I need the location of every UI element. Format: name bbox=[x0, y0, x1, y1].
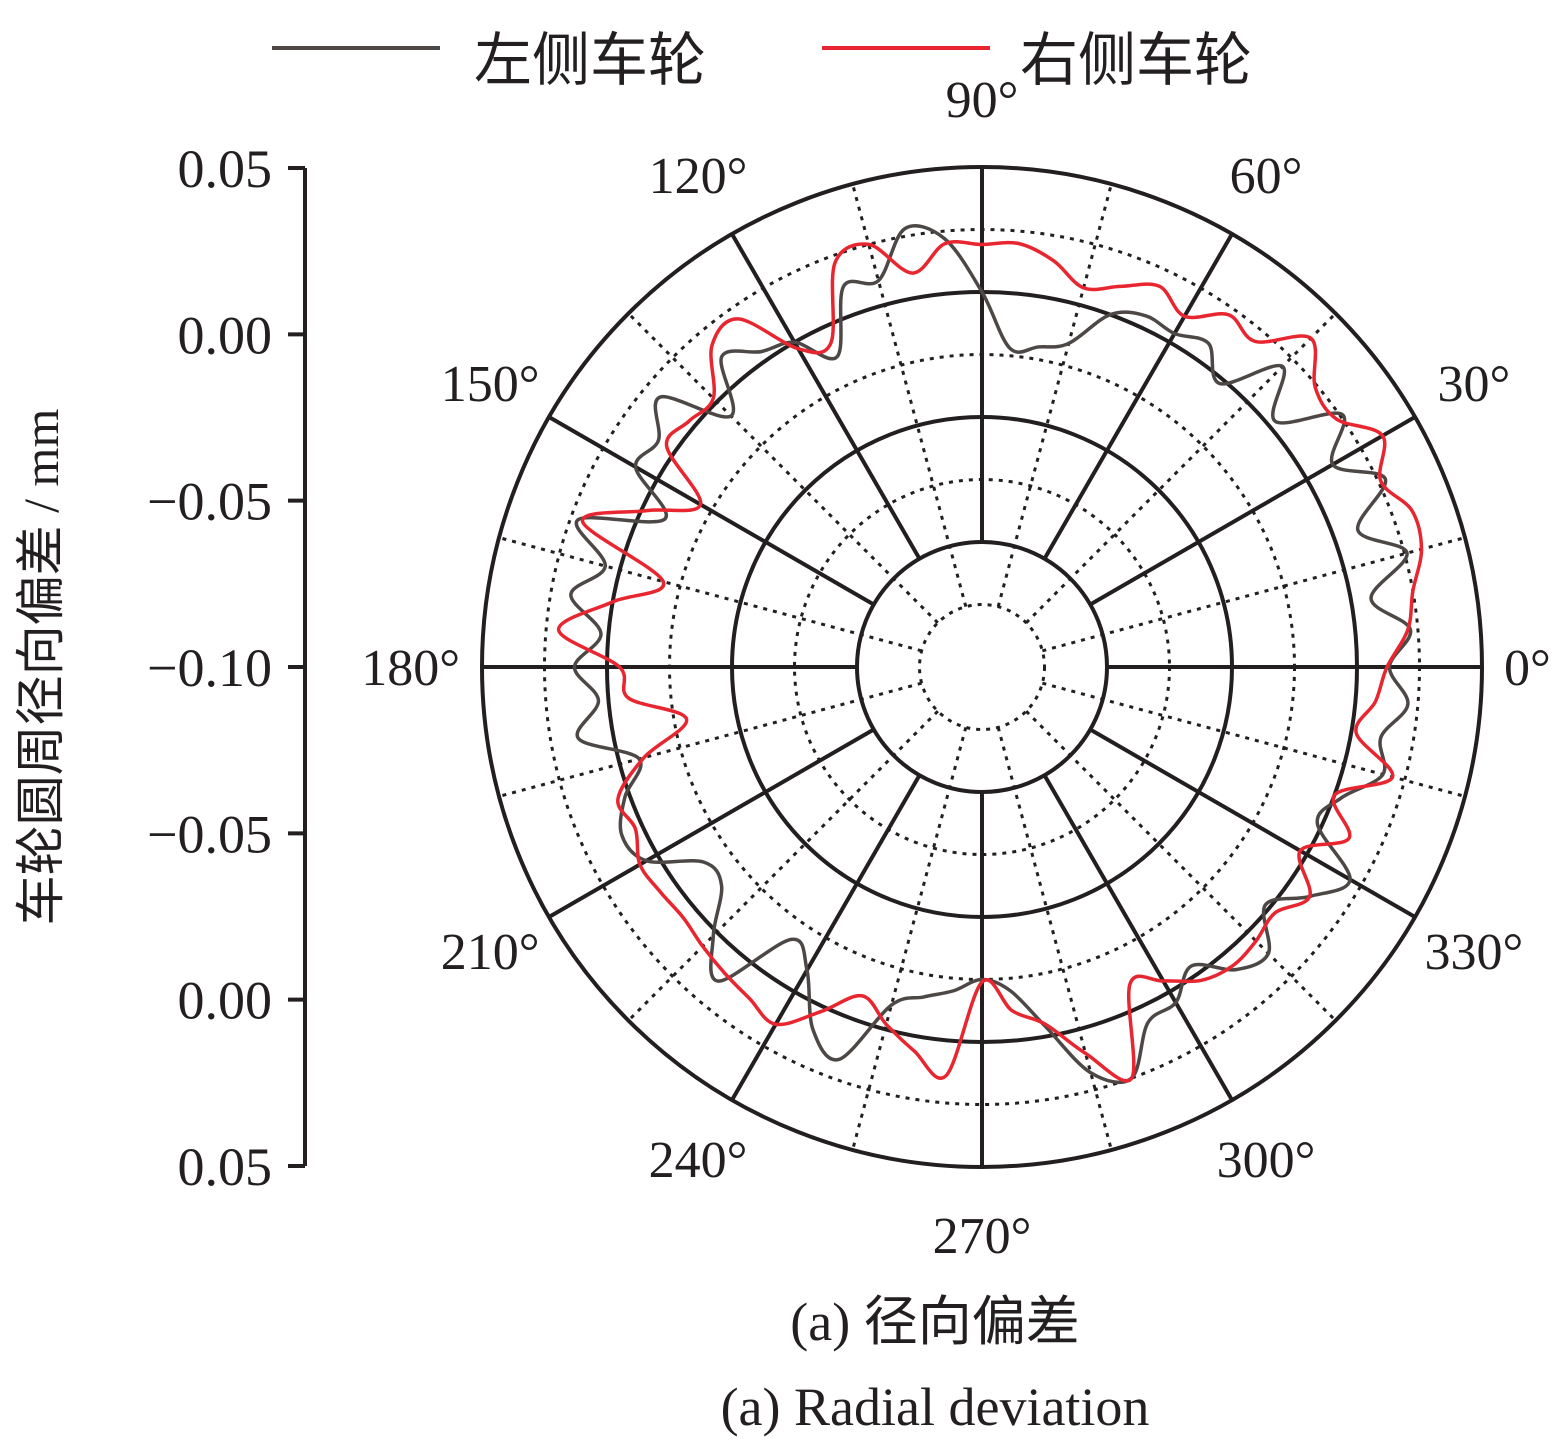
polar-spoke-minor bbox=[851, 183, 968, 608]
y-tick-label: 0.05 bbox=[178, 139, 273, 199]
y-axis-label: 车轮圆周径向偏差 / mm bbox=[13, 409, 69, 926]
polar-spoke-minor bbox=[498, 681, 923, 798]
angle-label: 270° bbox=[933, 1208, 1032, 1265]
polar-ring bbox=[918, 603, 1046, 731]
y-ticks: 0.05 0.00 −0.05 −0.10 −0.05 0.00 0.05 bbox=[147, 139, 305, 1197]
series-line-right-wheel bbox=[556, 239, 1424, 1083]
angle-label: 60° bbox=[1230, 148, 1303, 205]
polar-spoke-minor bbox=[996, 183, 1113, 608]
polar-spoke-minor bbox=[627, 710, 939, 1022]
y-tick-label: 0.00 bbox=[178, 305, 273, 365]
angle-label: 180° bbox=[361, 640, 460, 697]
angle-label: 210° bbox=[441, 924, 540, 981]
series-layer bbox=[556, 224, 1424, 1085]
polar-spoke-minor bbox=[851, 726, 968, 1151]
legend-label-left-wheel: 左侧车轮 bbox=[474, 28, 706, 93]
polar-spoke-minor bbox=[498, 536, 923, 653]
polar-spoke-major bbox=[730, 774, 922, 1102]
angle-label: 240° bbox=[649, 1132, 748, 1189]
caption-chinese: (a) 径向偏差 bbox=[790, 1292, 1079, 1352]
polar-spoke-major bbox=[547, 727, 875, 919]
polar-spoke-major bbox=[730, 232, 922, 560]
polar-spoke-minor bbox=[1025, 312, 1337, 624]
polar-spoke-major bbox=[1042, 232, 1234, 560]
polar-spoke-minor bbox=[627, 312, 939, 624]
polar-spokes bbox=[482, 167, 1482, 1167]
legend-label-right-wheel: 右侧车轮 bbox=[1020, 28, 1252, 93]
y-tick-label: −0.05 bbox=[147, 804, 272, 864]
y-tick-label: −0.05 bbox=[147, 472, 272, 532]
legend: 左侧车轮 右侧车轮 bbox=[272, 28, 1252, 93]
polar-spoke-major bbox=[1042, 774, 1234, 1102]
polar-spoke-minor bbox=[1041, 681, 1466, 798]
angle-label: 90° bbox=[946, 72, 1019, 129]
angle-label: 300° bbox=[1217, 1132, 1316, 1189]
caption-english: (a) Radial deviation bbox=[721, 1377, 1150, 1437]
polar-spoke-minor bbox=[1041, 536, 1466, 653]
series-line-left-wheel bbox=[569, 224, 1413, 1085]
polar-spoke-major bbox=[1089, 415, 1417, 607]
angle-label: 120° bbox=[649, 148, 748, 205]
y-tick-label: −0.10 bbox=[147, 638, 272, 698]
polar-spoke-minor bbox=[1025, 710, 1337, 1022]
y-tick-label: 0.00 bbox=[178, 971, 273, 1031]
polar-spoke-minor bbox=[996, 726, 1113, 1151]
angle-label: 30° bbox=[1438, 356, 1511, 413]
y-axis: 0.05 0.00 −0.05 −0.10 −0.05 0.00 0.05 车轮圆周径向偏差… bbox=[13, 139, 307, 1197]
angle-label: 330° bbox=[1425, 924, 1524, 981]
angle-label: 0° bbox=[1504, 640, 1551, 697]
y-tick-label: 0.05 bbox=[178, 1137, 273, 1197]
polar-spoke-major bbox=[547, 415, 875, 607]
angle-labels: 0° 30° 60° 90° 120° 150° 180° 210° 240° 270° 300° 3… bbox=[361, 72, 1551, 1265]
polar-spoke-major bbox=[1089, 727, 1417, 919]
angle-label: 150° bbox=[441, 356, 540, 413]
